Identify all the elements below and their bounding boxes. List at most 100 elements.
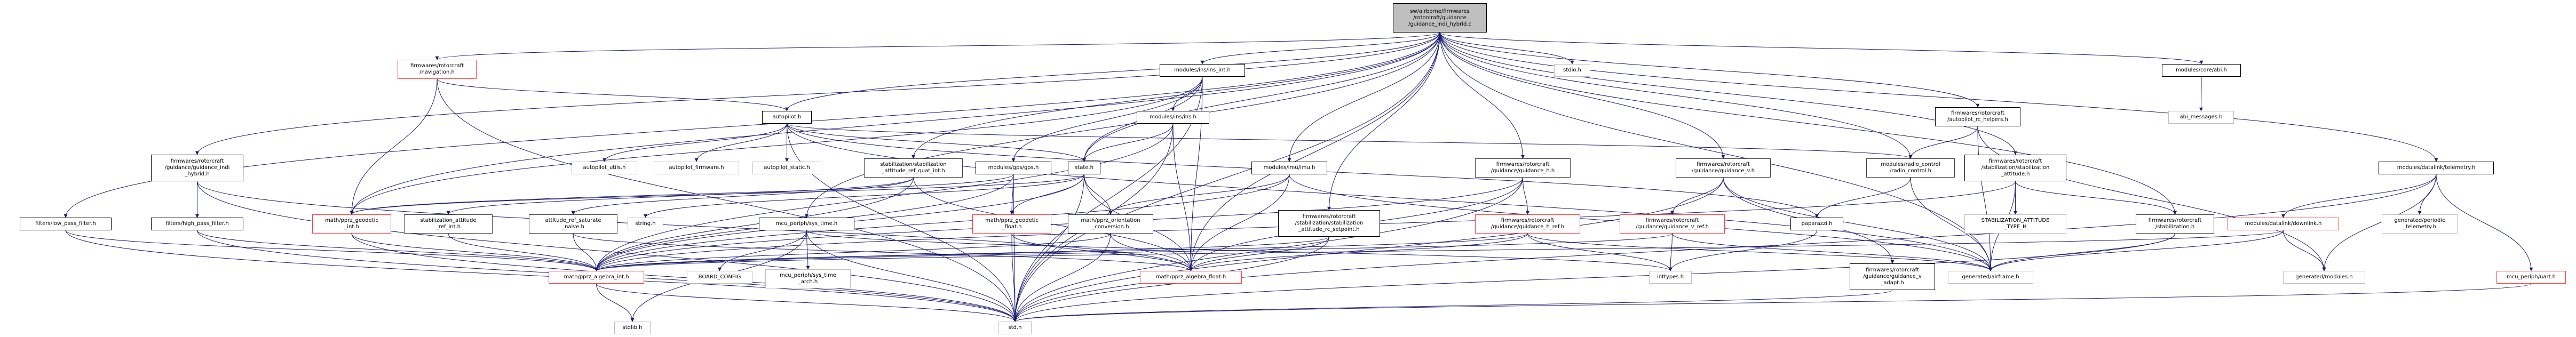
edge-gps-to-std xyxy=(1013,174,1017,322)
edge-ins_int-to-geodetic_int xyxy=(350,76,1203,215)
node-pprz-algebra-float-h[interactable]: math/pprz_algebra_float.h xyxy=(1140,271,1242,284)
edge-autopilot-to-autopilot_utils xyxy=(603,123,787,162)
edge-stab_rc_setpoint-to-algebra_float xyxy=(1189,236,1329,271)
edge-orientation_conv-to-algebra_float xyxy=(1110,233,1193,271)
edge-autopilot_rc_helpers-to-radio_control xyxy=(1908,126,1978,159)
node-navigation-h[interactable]: firmwares/rotorcraft /navigation.h xyxy=(398,60,477,79)
edge-ins_int-to-ins xyxy=(1171,76,1203,111)
edge-root-to-stab_rc_setpoint xyxy=(1327,32,1440,211)
edge-root-to-navigation xyxy=(435,32,1440,60)
edge-autopilot_rc_helpers-to-gen_modules xyxy=(1977,126,2326,271)
node-stabilization-attitude-h[interactable]: firmwares/rotorcraft /stabilization/stab… xyxy=(1964,155,2066,181)
edge-root-to-guidance_h xyxy=(1439,32,1525,159)
node-guidance-v-ref-h[interactable]: firmwares/rotorcraft /guidance/guidance_… xyxy=(1620,214,1725,234)
edge-algebra_int-to-std xyxy=(596,283,1017,322)
node-imu-h[interactable]: modules/imu/imu.h xyxy=(1251,162,1327,174)
edge-stabilization-to-std xyxy=(1013,233,2175,322)
node-stabilization-attitude-ref-int-h[interactable]: stabilization_attitude _ref_int.h xyxy=(404,214,493,234)
node-abi-h[interactable]: modules/core/abi.h xyxy=(2162,64,2241,77)
edge-paparazzi-to-inttypes xyxy=(1668,230,1817,271)
edge-guidance_h_ref-to-algebra_int xyxy=(595,233,1528,271)
edge-imu-to-orientation_conv xyxy=(1108,174,1290,215)
edge-root-to-imu xyxy=(1287,32,1440,162)
edge-guidance_v_ref-to-airframe xyxy=(1672,233,1993,271)
node-pprz-geodetic-float-h[interactable]: math/pprz_geodetic _float.h xyxy=(972,214,1051,234)
edge-low_pass-to-algebra_int xyxy=(65,230,598,271)
edge-root-to-guidance_v xyxy=(1439,32,1725,159)
edge-guidance_v-to-std xyxy=(1013,177,1724,322)
node-autopilot-utils-h: autopilot_utils.h xyxy=(572,162,637,174)
node-state-h[interactable]: state.h xyxy=(1068,162,1100,174)
node-telemetry-h[interactable]: modules/datalink/telemetry.h xyxy=(2379,162,2494,174)
node-abi-messages-h: abi_messages.h xyxy=(2168,111,2234,124)
node-stabilization-attitude-rc-setpoint-h[interactable]: firmwares/rotorcraft /stabilization/stab… xyxy=(1278,210,1380,237)
edge-autopilot-to-std xyxy=(787,123,1017,322)
node-paparazzi-h[interactable]: paparazzi.h xyxy=(1790,218,1843,230)
edge-telemetry-to-std xyxy=(1013,174,2437,322)
edge-root-to-stab_attitude xyxy=(1439,32,2017,155)
node-autopilot-firmware-h: autopilot_firmware.h xyxy=(654,162,739,174)
edge-ins-to-state xyxy=(1082,123,1174,162)
node-radio-control-h[interactable]: modules/radio_control /radio_control.h xyxy=(1866,158,1955,178)
node-low-pass-filter-h[interactable]: filters/low_pass_filter.h xyxy=(20,218,112,230)
node-stabilization-attitude-ref-quat-int-h[interactable]: stabilization/stabilization _attitude_re… xyxy=(864,158,963,178)
edge-ins_int-to-algebra_float xyxy=(1189,76,1203,271)
node-uart-h[interactable]: mcu_periph/uart.h xyxy=(2496,271,2566,284)
edge-ins-to-algebra_float xyxy=(1172,123,1193,271)
edge-root-to-airframe xyxy=(1439,32,1993,271)
edge-imu-to-algebra_float xyxy=(1189,174,1290,271)
edge-guidance_v_ref-to-algebra_int xyxy=(595,233,1673,271)
edge-geodetic_int-to-algebra_int xyxy=(351,233,598,271)
node-attitude-ref-saturate-naive-h[interactable]: attitude_ref_saturate _naive.h xyxy=(529,214,617,234)
node-downlink-h[interactable]: modules/datalink/downlink.h xyxy=(2228,218,2339,230)
node-pprz-orientation-conversion-h[interactable]: math/pprz_orientation _conversion.h xyxy=(1068,214,1153,234)
edge-sys_time-to-board_config xyxy=(718,230,807,271)
node-ins-h[interactable]: modules/ins/ins.h xyxy=(1137,111,1209,124)
edge-state-to-geodetic_float xyxy=(1010,174,1084,215)
edge-autopilot-to-state xyxy=(787,123,1086,162)
edge-downlink-to-airframe xyxy=(1988,230,2284,271)
edge-autopilot-to-airframe xyxy=(787,123,1993,271)
edge-downlink-to-algebra_int xyxy=(595,230,2284,271)
edge-ins_int-to-gps xyxy=(1011,76,1203,162)
edge-imu-to-algebra_int xyxy=(595,174,1290,271)
node-stdlib-h: stdlib.h xyxy=(614,322,651,334)
node-stabilization-h[interactable]: firmwares/rotorcraft /stabilization.h xyxy=(2136,214,2214,234)
node-guidance-indi-hybrid-h[interactable]: firmwares/rotorcraft /guidance/guidance_… xyxy=(151,155,243,181)
edge-root-to-stab_ref_quat_int xyxy=(911,32,1440,159)
edge-root-to-ins_int xyxy=(1200,32,1440,65)
edge-low_pass-to-std xyxy=(65,230,1017,322)
edge-gps-to-geodetic_int xyxy=(350,174,1014,215)
edge-root-to-radio_control xyxy=(1439,32,1913,159)
edge-guidance_h-to-guidance_h_ref xyxy=(1523,177,1529,215)
edge-state-to-std xyxy=(1013,174,1084,322)
node-guidance-v-h[interactable]: firmwares/rotorcraft /guidance/guidance_… xyxy=(1676,158,1771,178)
edge-guidance_h_ref-to-algebra_float xyxy=(1189,233,1528,271)
node-high-pass-filter-h[interactable]: filters/high_pass_filter.h xyxy=(151,218,243,230)
node-autopilot-static-h: autopilot_static.h xyxy=(752,162,821,174)
edge-orientation_conv-to-algebra_int xyxy=(595,233,1111,271)
node-pprz-algebra-int-h[interactable]: math/pprz_algebra_int.h xyxy=(549,271,644,284)
edge-sys_time-to-sys_time_arch xyxy=(806,230,810,270)
edge-root-to-abi xyxy=(1439,32,2204,65)
edge-radio_control-to-airframe xyxy=(1910,177,1993,271)
edge-root-to-sys_time xyxy=(805,32,1440,218)
node-periodic-telemetry-h: generated/periodic _telemetry.h xyxy=(2382,214,2458,234)
edge-ref_saturate-to-algebra_int xyxy=(573,233,598,271)
node-pprz-geodetic-int-h[interactable]: math/pprz_geodetic _int.h xyxy=(312,214,391,234)
node-sys-time-h[interactable]: mcu_periph/sys_time.h xyxy=(759,218,854,230)
node-autopilot-rc-helpers-h[interactable]: firmwares/rotorcraft /autopilot_rc_helpe… xyxy=(1935,107,2020,126)
edge-guidance_v_adapt-to-std xyxy=(1013,290,1893,322)
edge-sys_time-to-std xyxy=(806,230,1017,322)
node-guidance-h-h[interactable]: firmwares/rotorcraft /guidance/guidance_… xyxy=(1475,158,1571,178)
node-autopilot-h[interactable]: autopilot.h xyxy=(762,111,812,124)
node-guidance-h-ref-h[interactable]: firmwares/rotorcraft /guidance/guidance_… xyxy=(1475,214,1580,234)
node-gps-h[interactable]: modules/gps/gps.h xyxy=(976,162,1051,174)
node-ins-int-h[interactable]: modules/ins/ins_int.h xyxy=(1160,64,1245,77)
edge-abi-to-abi_messages xyxy=(2199,76,2204,111)
edge-downlink-to-gen_modules xyxy=(2283,230,2326,271)
edge-geodetic_float-to-std xyxy=(1011,233,1017,322)
node-guidance-v-adapt-h[interactable]: firmwares/rotorcraft /guidance/guidance_… xyxy=(1850,263,1935,290)
node-guidance-indi-hybrid-c[interactable]: sw/airborne/firmwares /rotorcraft/guidan… xyxy=(1393,3,1487,33)
